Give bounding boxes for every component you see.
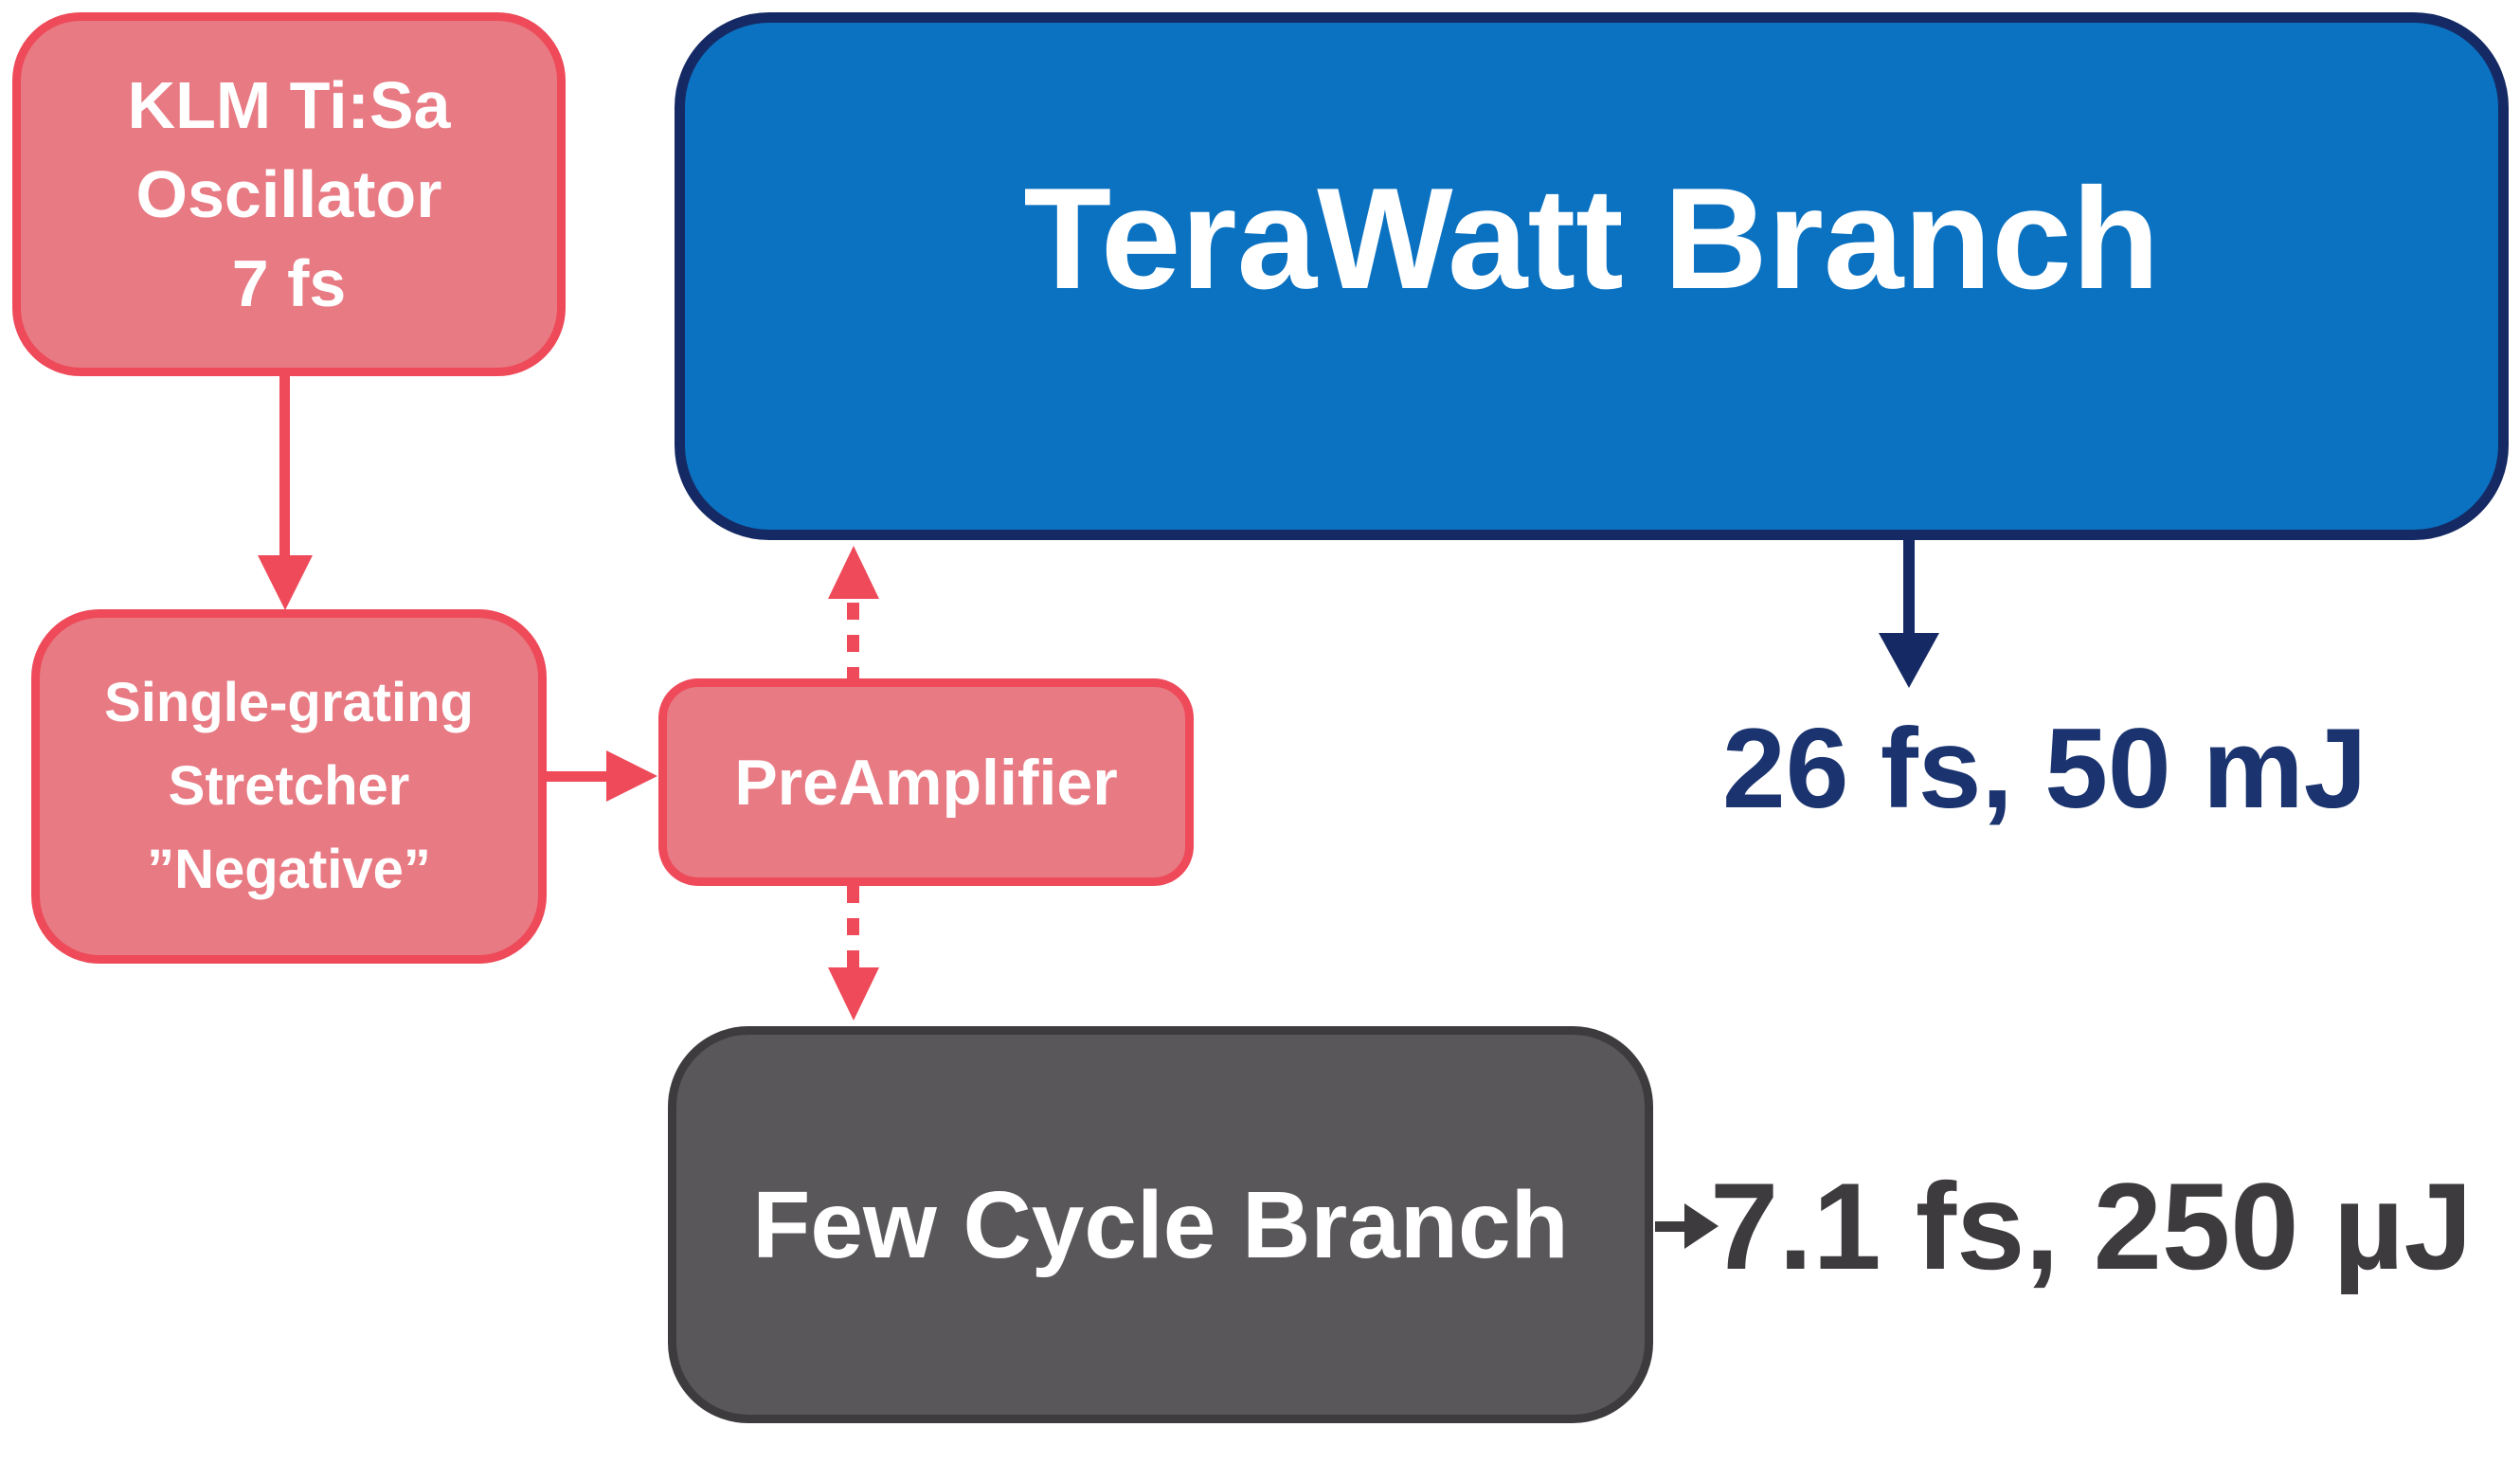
- node-few-cycle-branch: Few Cycle Branch: [668, 1026, 1653, 1423]
- node-single-grating-stretcher: Single-grating Stretcher ”Negative”: [31, 609, 547, 964]
- arrow-stem: [1903, 538, 1915, 635]
- dashed-arrow-stem: [847, 603, 859, 678]
- node-label-line: KLM Ti:Sa: [127, 68, 451, 142]
- arrow-head-down-icon: [258, 555, 313, 610]
- arrow-head-down-icon: [1879, 633, 1939, 688]
- node-label: PreAmplifier: [734, 746, 1118, 819]
- arrow-stem: [547, 771, 611, 782]
- node-label: Few Cycle Branch: [752, 1171, 1569, 1278]
- node-label-line: Oscillator: [135, 157, 442, 231]
- arrow-head-right-icon: [1684, 1203, 1719, 1249]
- node-preamplifier: PreAmplifier: [658, 678, 1194, 886]
- dashed-arrow-stem: [847, 886, 859, 967]
- arrow-stem: [1655, 1221, 1688, 1232]
- node-label-line: Stretcher: [168, 755, 410, 817]
- node-label-line: Single-grating: [104, 672, 474, 733]
- arrow-head-down-icon: [828, 967, 879, 1020]
- few-cycle-output-value: 7.1 fs, 250 µJ: [1710, 1157, 2473, 1295]
- terawatt-output-value: 26 fs, 50 mJ: [1722, 705, 2367, 832]
- node-label-line: ”Negative”: [147, 839, 431, 900]
- arrow-head-up-icon: [828, 546, 879, 599]
- node-label: TeraWatt Branch: [1023, 157, 2160, 319]
- node-label-line: 7 fs: [231, 246, 347, 320]
- node-terawatt-branch: TeraWatt Branch: [675, 12, 2509, 540]
- node-klm-oscillator: KLM Ti:Sa Oscillator 7 fs: [12, 12, 566, 376]
- arrow-head-right-icon: [606, 750, 657, 802]
- arrow-stem: [279, 376, 290, 558]
